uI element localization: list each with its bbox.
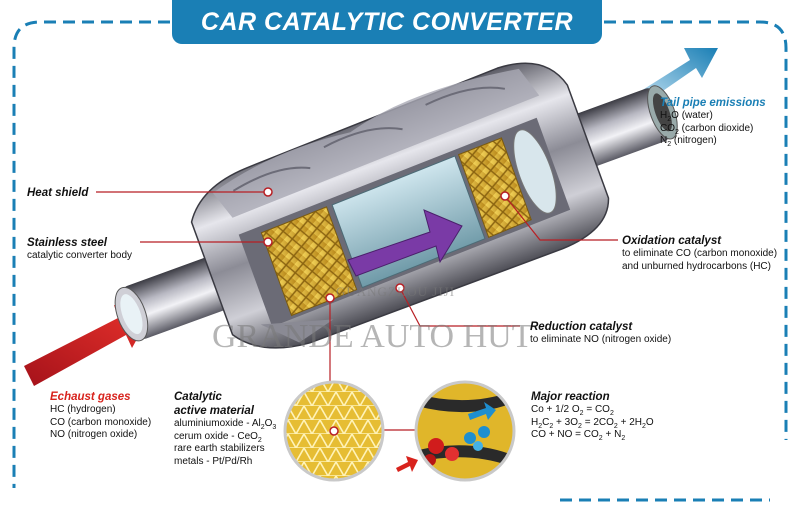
honeycomb-magnifier <box>283 380 385 482</box>
flow-arrow <box>347 209 463 277</box>
reaction-magnifier <box>414 380 516 482</box>
label-exhaust-gases: Echaust gases HC (hydrogen) CO (carbon m… <box>50 391 152 440</box>
label-stainless-steel: Stainless steel catalytic converter body <box>27 237 133 261</box>
label-catalytic-material: Catalytic active material aluminiumoxide… <box>174 391 277 467</box>
title-banner: CAR CATALYTIC CONVERTER <box>172 0 602 44</box>
dashed-frame <box>12 20 170 488</box>
label-major-reaction: Major reaction Co + 1/2 O2 = CO2 H2C2 + … <box>531 391 654 442</box>
exhaust-inlet-arrow <box>24 305 152 386</box>
converter-body <box>114 62 678 349</box>
label-reduction-catalyst: Reduction catalyst to eliminate NO (nitr… <box>530 321 672 345</box>
page-title: CAR CATALYTIC CONVERTER <box>200 7 574 36</box>
label-oxidation-catalyst: Oxidation catalyst to eliminate CO (carb… <box>622 235 778 272</box>
watermark-top: GUANGZHOU JIJI <box>336 284 456 299</box>
label-tail-pipe: Tail pipe emissions H2O (water) CO2 (car… <box>660 97 766 148</box>
small-red-arrow <box>396 456 418 472</box>
watermark-bottom: GRANDE AUTO HUT <box>212 318 533 355</box>
label-heat-shield: Heat shield <box>27 187 89 199</box>
